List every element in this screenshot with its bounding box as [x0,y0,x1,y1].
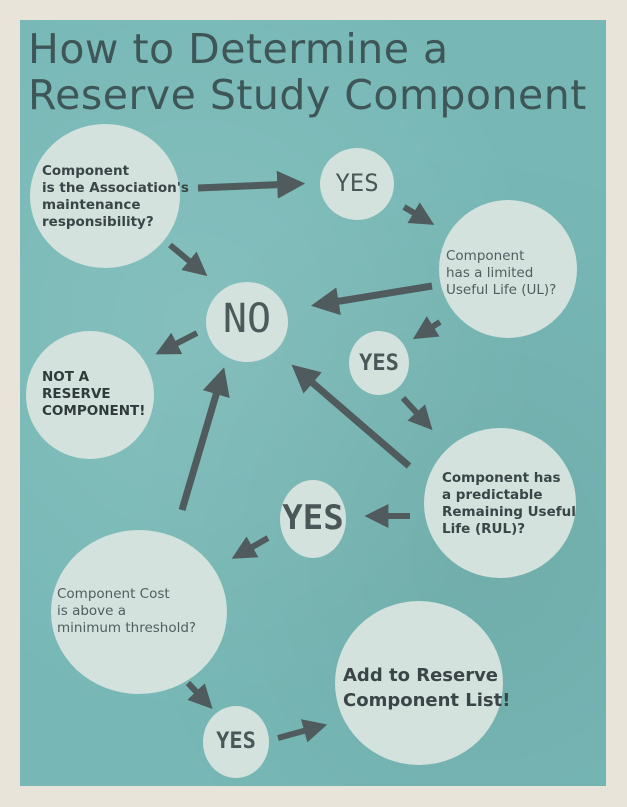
node-maintenance-line-1: Component [42,163,130,179]
node-no-circle [206,282,288,362]
node-add-to-list-line-1: Add to Reserve [343,665,499,686]
node-cost-threshold-line-2: is above a [57,603,127,619]
node-not-reserve-line-2: RESERVE [42,386,111,402]
arrow-maintenance-to-no [168,242,208,277]
node-predictable-rul-line-1: Component has [442,470,561,486]
node-useful-life-circle [439,200,577,338]
node-predictable-rul-circle [424,428,576,578]
arrow-yes-to-predictable [400,395,433,431]
answer-yes-4: YES [216,729,256,754]
node-add-to-list-text: Add to Reserve Component List! [343,663,510,713]
arrow-cost-to-yes [185,680,213,709]
node-useful-life-line-3: Useful Life (UL)? [446,282,557,298]
arrow-yes-to-useful-life [402,202,435,225]
arrow-yes-to-add [277,719,328,743]
node-predictable-rul-line-3: Remaining Useful [442,504,576,520]
node-add-to-list-circle [335,601,503,765]
node-yes-4-circle [203,706,269,778]
node-cost-threshold-line-1: Component Cost [57,586,170,602]
answer-yes-2: YES [359,351,399,376]
node-useful-life-line-1: Component [446,248,525,264]
answer-yes-3: YES [282,498,344,538]
title-line-2: Reserve Study Component [28,71,587,119]
arrow-predictable-to-no [291,364,412,469]
node-not-reserve-line-1: NOT A [42,369,90,385]
arrow-maintenance-to-yes [197,170,306,199]
node-yes-3-circle [280,480,346,558]
node-maintenance-line-4: responsibility? [42,214,154,230]
node-maintenance-line-3: maintenance [42,197,141,213]
page-title: How to Determine a Reserve Study Compone… [28,26,598,118]
node-add-to-list-line-2: Component List! [343,690,511,711]
node-not-reserve-circle [26,331,154,459]
node-cost-threshold-line-3: minimum threshold? [57,620,197,636]
node-predictable-rul-text: Component has a predictable Remaining Us… [442,470,576,538]
arrow-useful-life-to-yes [412,316,442,340]
arrow-useful-life-to-no [310,282,433,316]
node-not-reserve-line-3: COMPONENT! [42,403,146,419]
arrow-cost-to-no [178,367,230,511]
node-maintenance-circle [30,124,180,268]
node-not-reserve-text: NOT A RESERVE COMPONENT! [42,369,145,420]
node-yes-2-circle [349,331,409,395]
node-cost-threshold-circle [51,530,227,694]
node-predictable-rul-line-2: a predictable [442,487,543,503]
title-line-1: How to Determine a [28,25,449,73]
node-useful-life-line-2: has a limited [446,265,534,281]
node-cost-threshold-text: Component Cost is above a minimum thresh… [57,586,196,637]
node-maintenance-text: Component is the Association's maintenan… [42,163,189,231]
node-yes-1-circle [320,148,394,220]
arrow-yes-to-cost [231,535,270,559]
answer-no: NO [222,296,272,342]
answer-yes-1: YES [335,169,379,197]
node-useful-life-text: Component has a limited Useful Life (UL)… [446,248,556,299]
arrow-no-to-not-reserve [155,330,199,355]
node-maintenance-line-2: is the Association's [42,180,189,196]
node-predictable-rul-line-4: Life (RUL)? [442,521,526,537]
